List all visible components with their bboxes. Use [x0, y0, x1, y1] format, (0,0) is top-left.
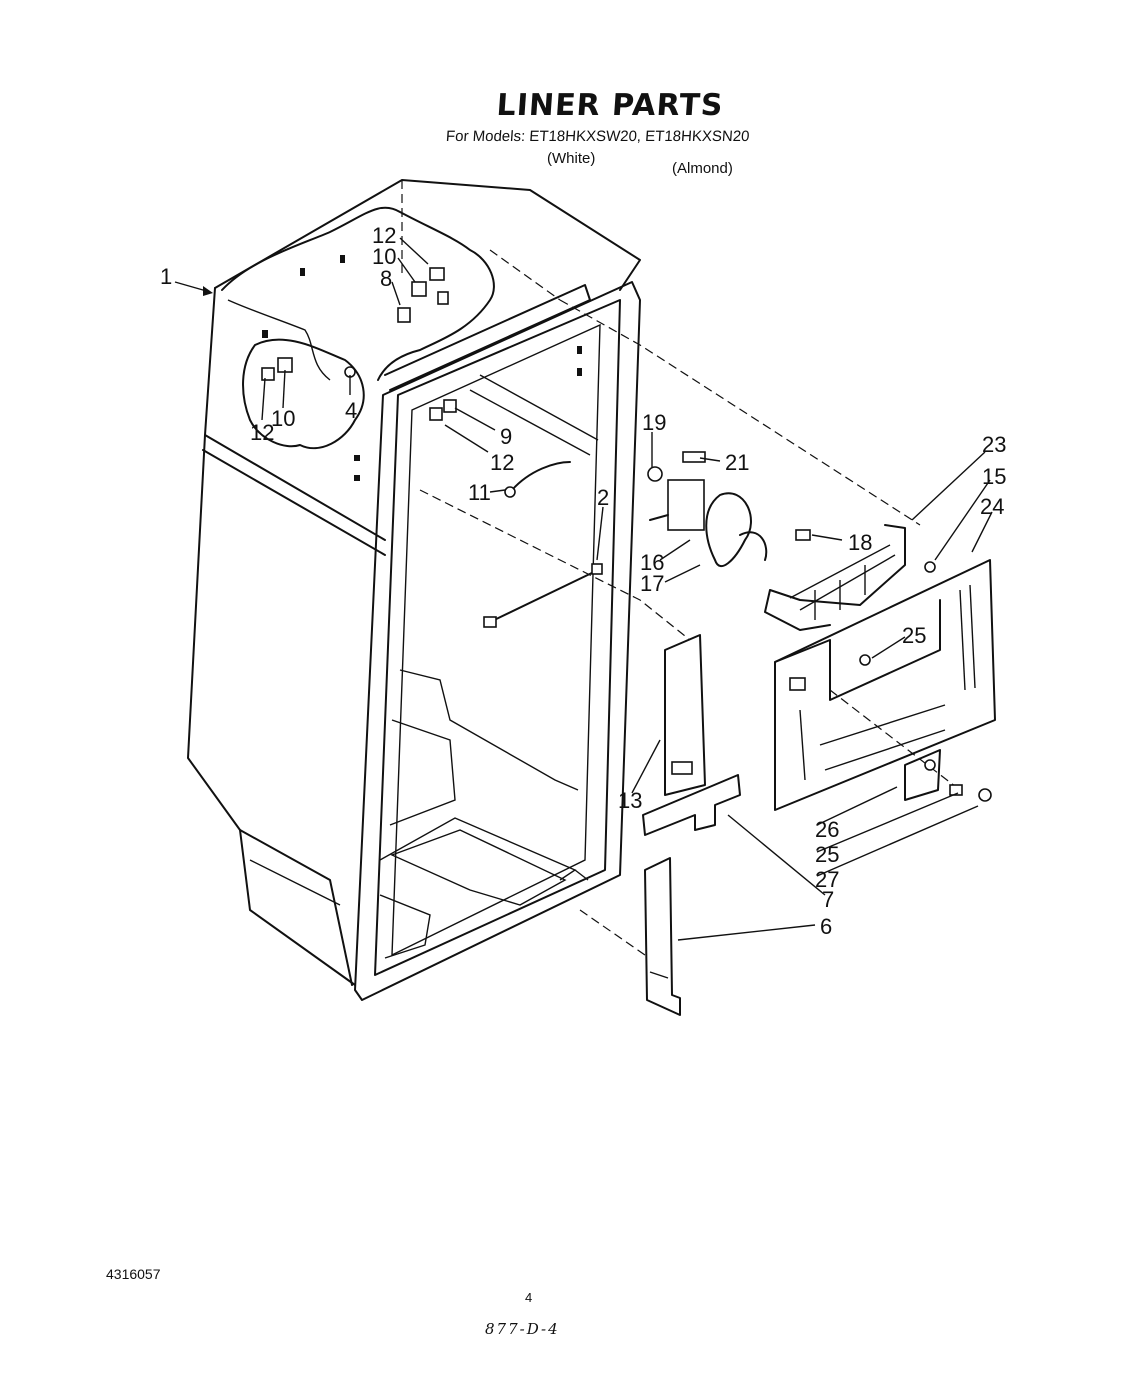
callout-1: 1 — [160, 264, 172, 289]
bracket-26 — [904, 749, 992, 802]
callout-19: 19 — [642, 410, 666, 435]
callout-16: 16 — [640, 550, 664, 575]
insulation-plates — [642, 634, 741, 1016]
callout-11: 11 — [468, 480, 491, 505]
callout-10-top: 10 — [372, 244, 396, 269]
color-label-white: (White) — [547, 150, 596, 167]
callout-25-lower: 25 — [815, 842, 839, 867]
leader-lines — [174, 237, 993, 941]
evaporator-cover — [774, 559, 996, 811]
color-label-almond: (Almond) — [672, 160, 733, 177]
callout-labels: 1 12 10 8 4 12 10 9 12 11 2 19 21 23 15 … — [160, 223, 1006, 939]
document-code: 4316057 — [106, 1266, 161, 1282]
handwritten-reference: 877-D-4 — [485, 1320, 560, 1338]
callout-8: 8 — [380, 266, 392, 291]
callout-25-upper: 25 — [902, 623, 926, 648]
fan-shroud — [764, 524, 936, 631]
callout-24: 24 — [980, 494, 1004, 519]
liner-shell — [187, 179, 961, 1001]
fan-motor-assembly — [647, 451, 811, 568]
callout-15: 15 — [982, 464, 1006, 489]
callout-21: 21 — [725, 450, 749, 475]
callout-26: 26 — [815, 817, 839, 842]
callout-6: 6 — [820, 914, 832, 939]
callout-9: 9 — [500, 424, 512, 449]
callout-27: 27 — [815, 867, 839, 892]
cutaway-regions — [221, 206, 495, 450]
page-number: 4 — [525, 1290, 533, 1305]
callout-13: 13 — [618, 788, 642, 813]
callout-12-top: 12 — [372, 223, 396, 248]
callout-2: 2 — [597, 485, 609, 510]
callout-18: 18 — [848, 530, 872, 555]
callout-17: 17 — [640, 571, 664, 596]
wiring-harness — [483, 461, 603, 628]
callout-7: 7 — [822, 887, 834, 912]
callout-23: 23 — [982, 432, 1006, 457]
liner-components — [261, 255, 582, 481]
callout-12-left: 12 — [250, 420, 274, 445]
callout-10-left: 10 — [271, 406, 295, 431]
callout-4: 4 — [345, 398, 357, 423]
callout-12-mid: 12 — [490, 450, 514, 475]
